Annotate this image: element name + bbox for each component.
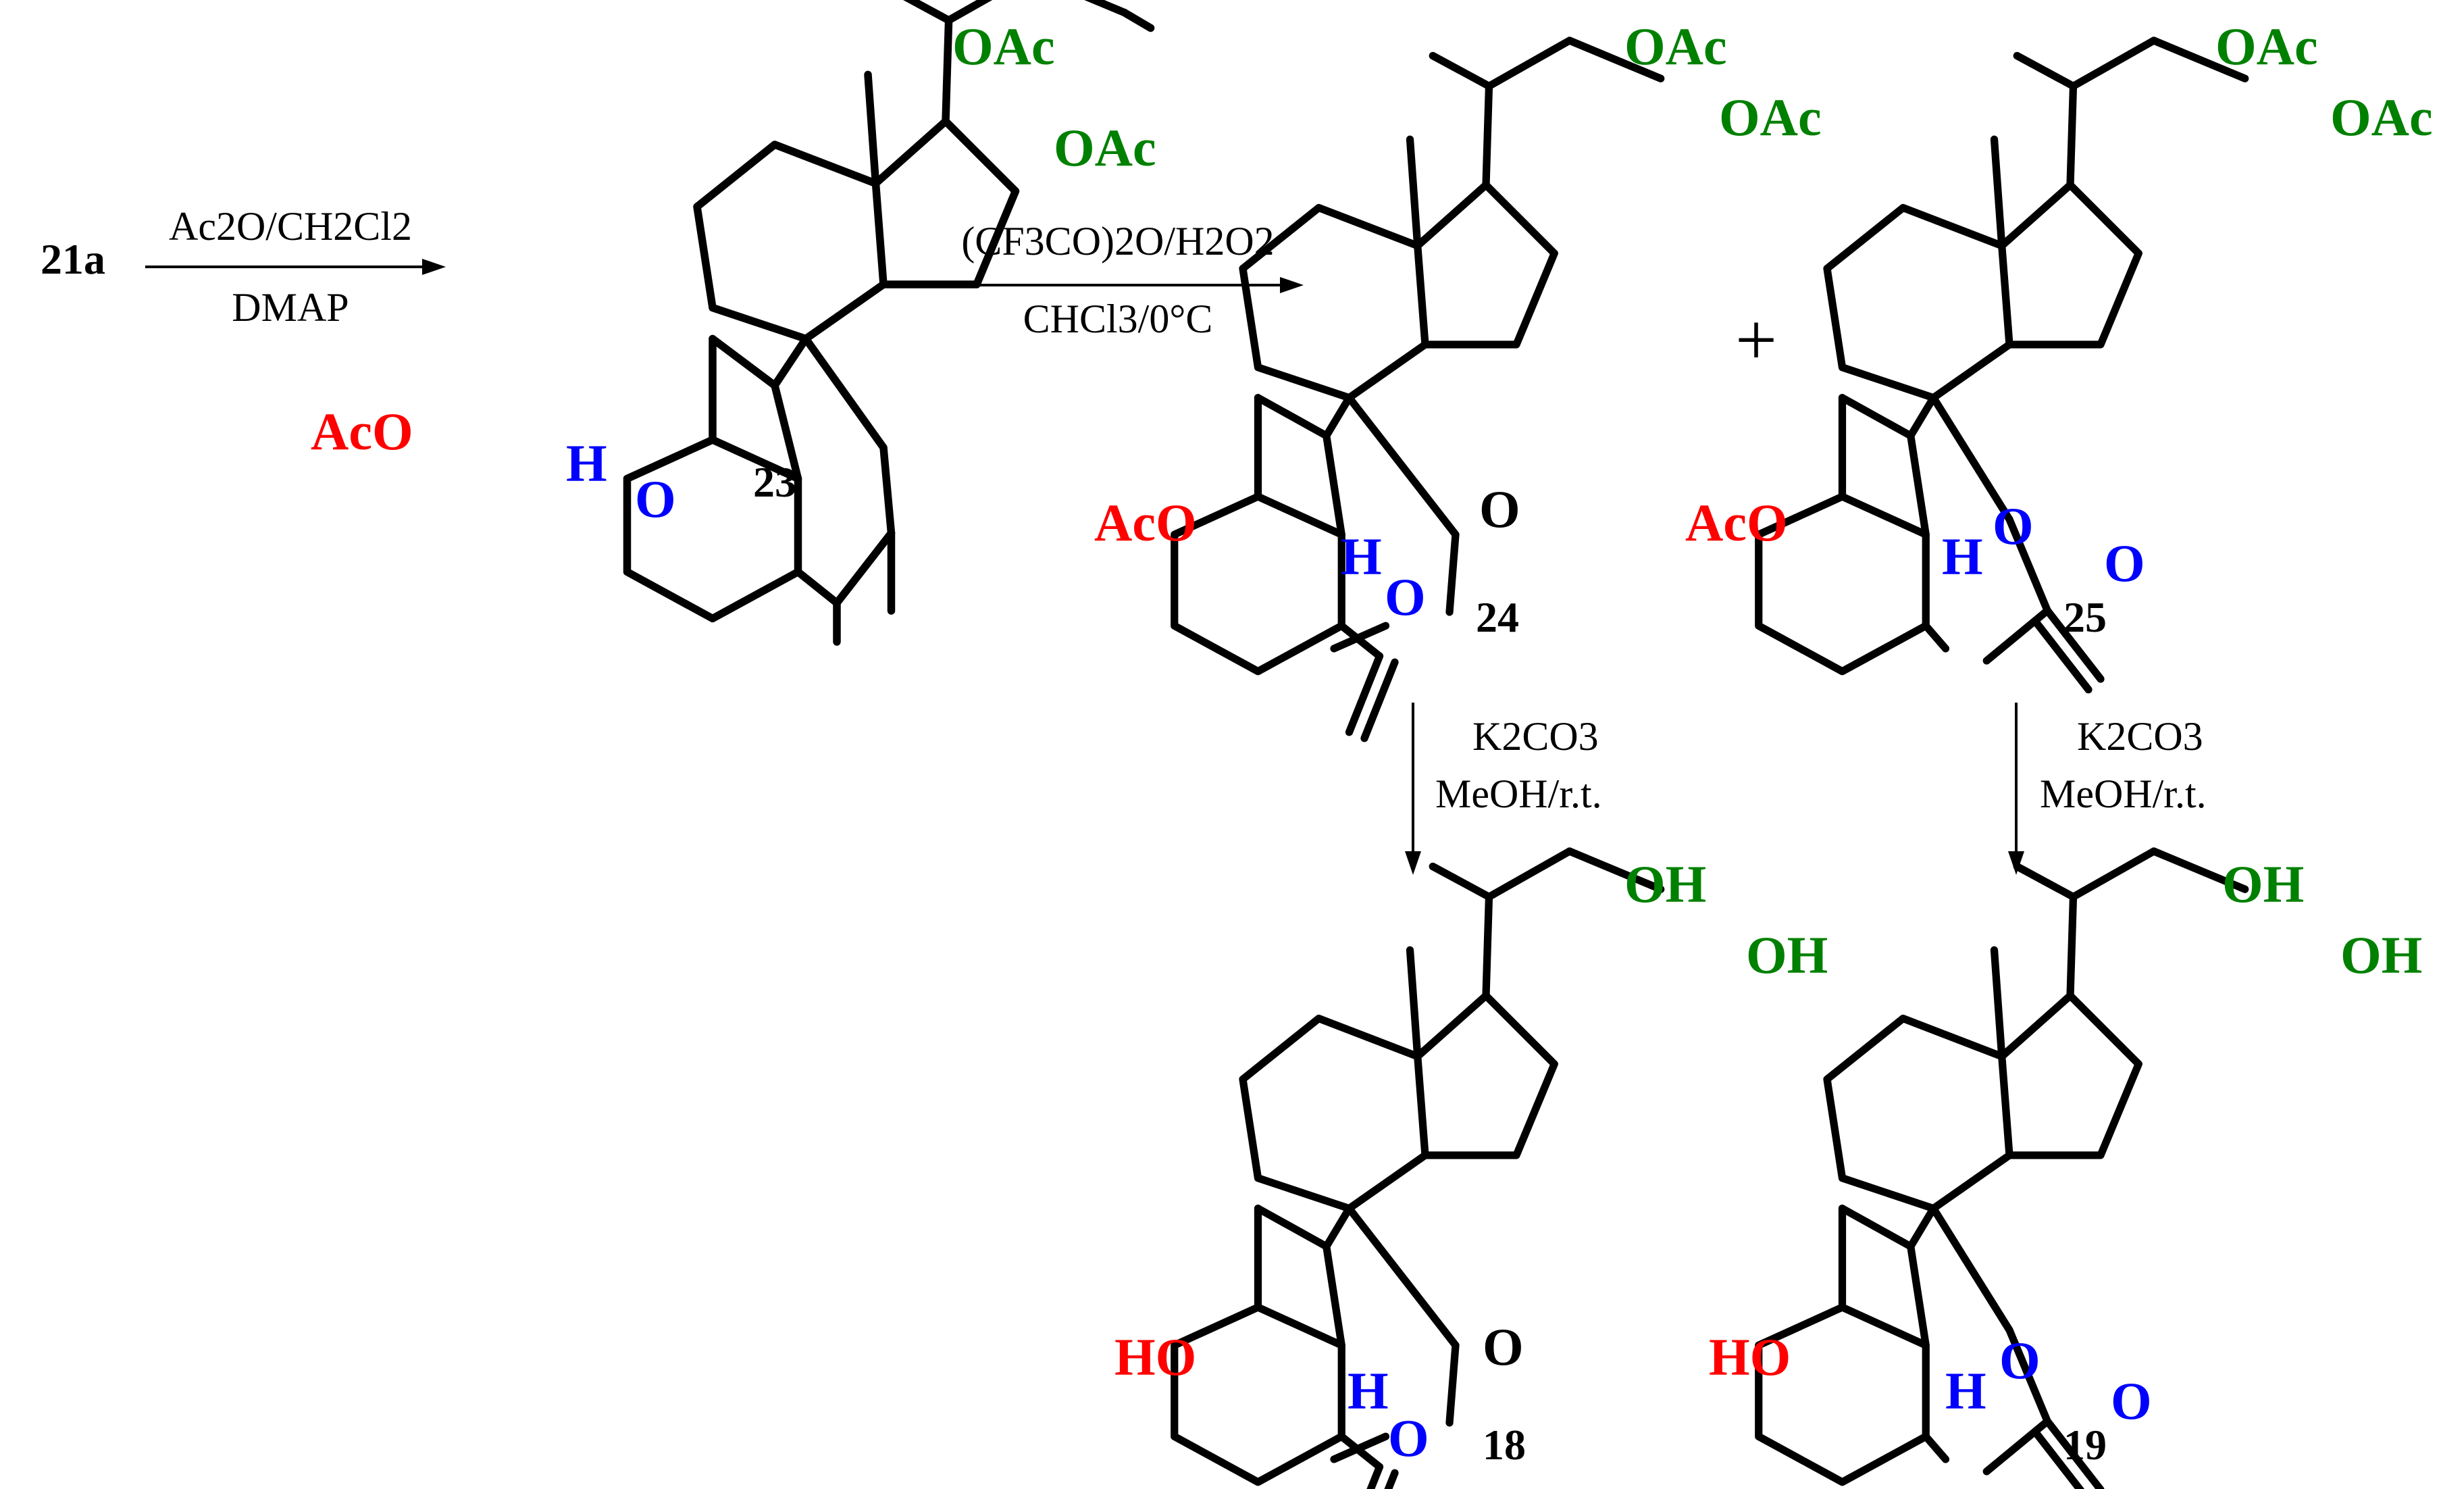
atom-label-h: H [1348,1361,1389,1420]
atom-label-o: O [2104,534,2145,592]
step3-left-arrow [1405,703,1421,875]
compound-23-structure [627,0,1155,646]
atom-label-aco: AcO [1685,493,1788,552]
atom-label-o: O [1993,497,2034,555]
compound-19-structure [1759,851,2245,1489]
step2-arrow [931,277,1304,293]
atom-label-oh: OH [1746,926,1828,984]
atom-label-oac: OAc [2330,88,2433,147]
atom-label-oac: OAc [1054,118,1156,177]
step3-right-arrow [2008,703,2024,875]
compound-24-structure [1175,41,1661,738]
atom-label-oac: OAc [952,17,1055,76]
step3-left-reagent-line2: MeOH/r.t. [1435,772,1602,816]
step1-reagent-above: Ac2O/CH2Cl2 [169,204,412,249]
atom-label-o: O [635,470,676,528]
compound-23-label: 23 [753,458,796,506]
starting-material-label: 21a [41,235,105,283]
atom-label-o: O [1385,567,1426,626]
atom-label-o: O [1388,1409,1429,1467]
atom-label-oac: OAc [1624,17,1727,76]
atom-label-o: O [1483,1317,1524,1376]
atom-label-aco: AcO [311,402,413,461]
atom-label-h: H [1341,527,1382,586]
atom-label-h: H [1942,527,1983,586]
compound-24-label: 24 [1476,593,1519,641]
atom-label-oac: OAc [1719,88,1822,147]
atom-label-ho: HO [1114,1328,1196,1386]
atom-label-o: O [1479,480,1520,538]
plus-sign: + [1735,299,1777,381]
atom-label-ho: HO [1709,1328,1791,1386]
compound-25-structure [1759,41,2245,690]
step1-reagent-below: DMAP [232,285,349,330]
compound-18-structure [1175,851,1661,1489]
atom-label-o: O [2111,1371,2152,1430]
compound-25-label: 25 [2063,593,2107,641]
atom-label-oh: OH [1624,855,1706,913]
step3-right-reagent-line1: K2CO3 [2077,714,2203,759]
step2-reagent-below: CHCl3/0°C [1023,297,1213,341]
atom-label-h: H [1945,1361,1986,1420]
atom-label-h: H [566,434,607,493]
step2-reagent-above: (CF3CO)2O/H2O2 [961,219,1274,263]
atom-label-oac: OAc [2215,17,2318,76]
atom-label-o: O [1999,1331,2040,1390]
step1-arrow [145,259,446,275]
step3-left-reagent-line1: K2CO3 [1472,714,1599,759]
atom-label-aco: AcO [1094,493,1197,552]
compound-18-label: 18 [1483,1421,1526,1469]
atom-label-oh: OH [2222,855,2304,913]
step3-right-reagent-line2: MeOH/r.t. [2040,772,2207,816]
compound-19-label: 19 [2063,1421,2107,1469]
atom-label-oh: OH [2340,926,2422,984]
